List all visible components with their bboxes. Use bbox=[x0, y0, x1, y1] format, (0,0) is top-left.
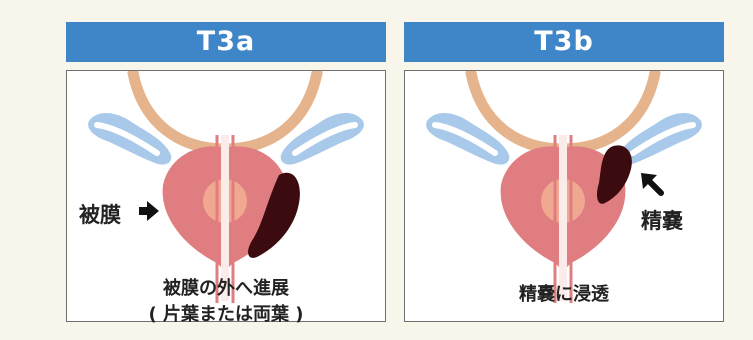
panel-title: T3a bbox=[66, 22, 386, 62]
urethra bbox=[559, 135, 567, 301]
panel-t3b: T3b 精嚢 精嚢に浸透 bbox=[404, 22, 724, 322]
arrow-up-left-icon bbox=[641, 173, 661, 193]
panel-t3a: T3a bbox=[66, 22, 386, 322]
caption-line-1: 精嚢に浸透 bbox=[405, 283, 723, 307]
illustration-box: 被膜 被膜の外へ進展 ( 片葉または両葉 ) bbox=[66, 70, 386, 322]
arrow-right-icon bbox=[139, 201, 159, 221]
caption-line-1: 被膜の外へ進展 bbox=[67, 277, 385, 301]
illustration-box: 精嚢 精嚢に浸透 bbox=[404, 70, 724, 322]
caption-line-2: ( 片葉または両葉 ) bbox=[67, 303, 385, 327]
panel-title: T3b bbox=[404, 22, 724, 62]
seminal-vesicle-label: 精嚢 bbox=[641, 205, 683, 235]
capsule-label: 被膜 bbox=[79, 199, 121, 229]
